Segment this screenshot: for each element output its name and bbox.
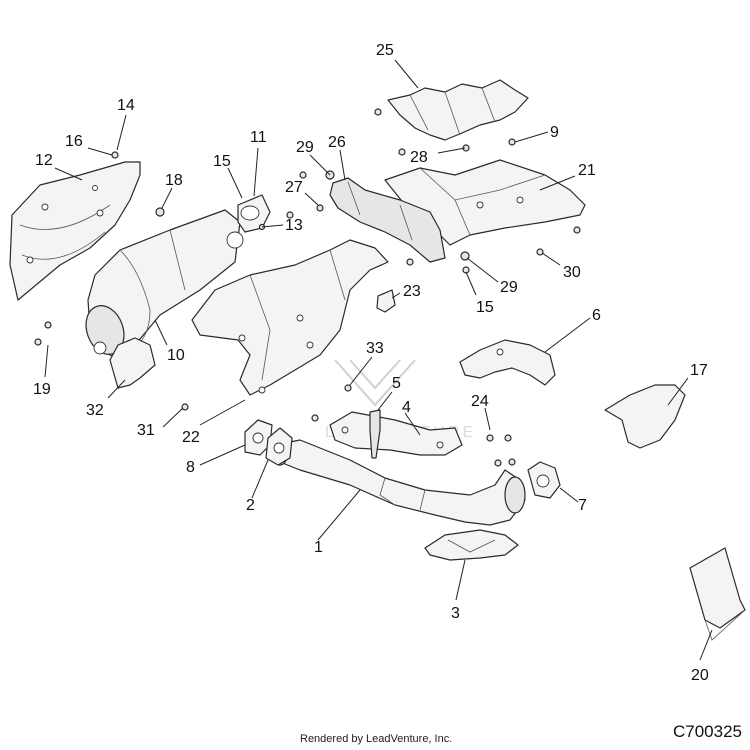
callout-7[interactable]: 7 (578, 497, 587, 514)
part-4-pipe-shield[interactable] (329, 411, 463, 456)
callout-24[interactable]: 24 (471, 393, 489, 410)
fasteners (34, 108, 581, 467)
part-32-shield[interactable] (109, 337, 156, 389)
part-22-bracket-plate[interactable] (191, 239, 389, 396)
callout-33[interactable]: 33 (366, 340, 384, 357)
callout-32[interactable]: 32 (86, 402, 104, 419)
callout-16[interactable]: 16 (65, 133, 83, 150)
part-20-plate[interactable] (689, 547, 746, 641)
callout-18[interactable]: 18 (165, 172, 183, 189)
callout-10[interactable]: 10 (167, 347, 185, 364)
callout-8[interactable]: 8 (186, 459, 195, 476)
part-25-heat-shield[interactable] (387, 79, 529, 141)
drawing-code: C700325 (672, 722, 742, 741)
part-2-flange[interactable] (265, 427, 293, 466)
callout-26[interactable]: 26 (328, 134, 346, 151)
part-6-shield[interactable] (459, 339, 556, 386)
callout-14[interactable]: 14 (117, 97, 135, 114)
callout-17[interactable]: 17 (690, 362, 708, 379)
callout-20[interactable]: 20 (691, 667, 709, 684)
callout-23[interactable]: 23 (403, 283, 421, 300)
part-5-sensor[interactable] (369, 409, 381, 459)
callout-5[interactable]: 5 (392, 375, 401, 392)
callout-1[interactable]: 1 (314, 539, 323, 556)
callout-19[interactable]: 19 (33, 381, 51, 398)
callout-28[interactable]: 28 (410, 149, 428, 166)
callout-15-tip[interactable]: 15 (213, 153, 231, 170)
part-1-exhaust-pipe[interactable] (271, 438, 526, 526)
rendered-by-credit: Rendered by LeadVenture, Inc. (300, 733, 453, 745)
part-12-heat-shield[interactable] (9, 161, 141, 301)
part-17-shield[interactable] (604, 384, 686, 449)
part-10-muffler[interactable] (80, 209, 244, 361)
callout-6[interactable]: 6 (592, 307, 601, 324)
part-7-gasket[interactable] (527, 461, 561, 499)
callout-11[interactable]: 11 (250, 129, 267, 146)
callout-25[interactable]: 25 (376, 42, 394, 59)
callout-9[interactable]: 9 (550, 124, 559, 141)
callout-12[interactable]: 12 (35, 152, 53, 169)
callout-31[interactable]: 31 (137, 422, 155, 439)
callout-13[interactable]: 13 (285, 217, 303, 234)
callout-labels: 1 2 3 4 5 6 7 8 9 10 11 12 13 14 15 15 1… (33, 42, 709, 684)
callout-15-fastener[interactable]: 15 (476, 299, 494, 316)
part-23-bracket[interactable] (376, 289, 396, 313)
callout-29-right[interactable]: 29 (500, 279, 518, 296)
callout-29-top[interactable]: 29 (296, 139, 314, 156)
leader-lines (44, 59, 713, 661)
part-26-shield[interactable] (329, 177, 446, 263)
callout-2[interactable]: 2 (246, 497, 255, 514)
callout-21[interactable]: 21 (578, 162, 596, 179)
callout-30[interactable]: 30 (563, 264, 581, 281)
callout-22[interactable]: 22 (182, 429, 200, 446)
callout-27[interactable]: 27 (285, 179, 303, 196)
part-3-bracket[interactable] (424, 529, 519, 561)
callout-4[interactable]: 4 (402, 399, 411, 416)
callout-3[interactable]: 3 (451, 605, 460, 622)
